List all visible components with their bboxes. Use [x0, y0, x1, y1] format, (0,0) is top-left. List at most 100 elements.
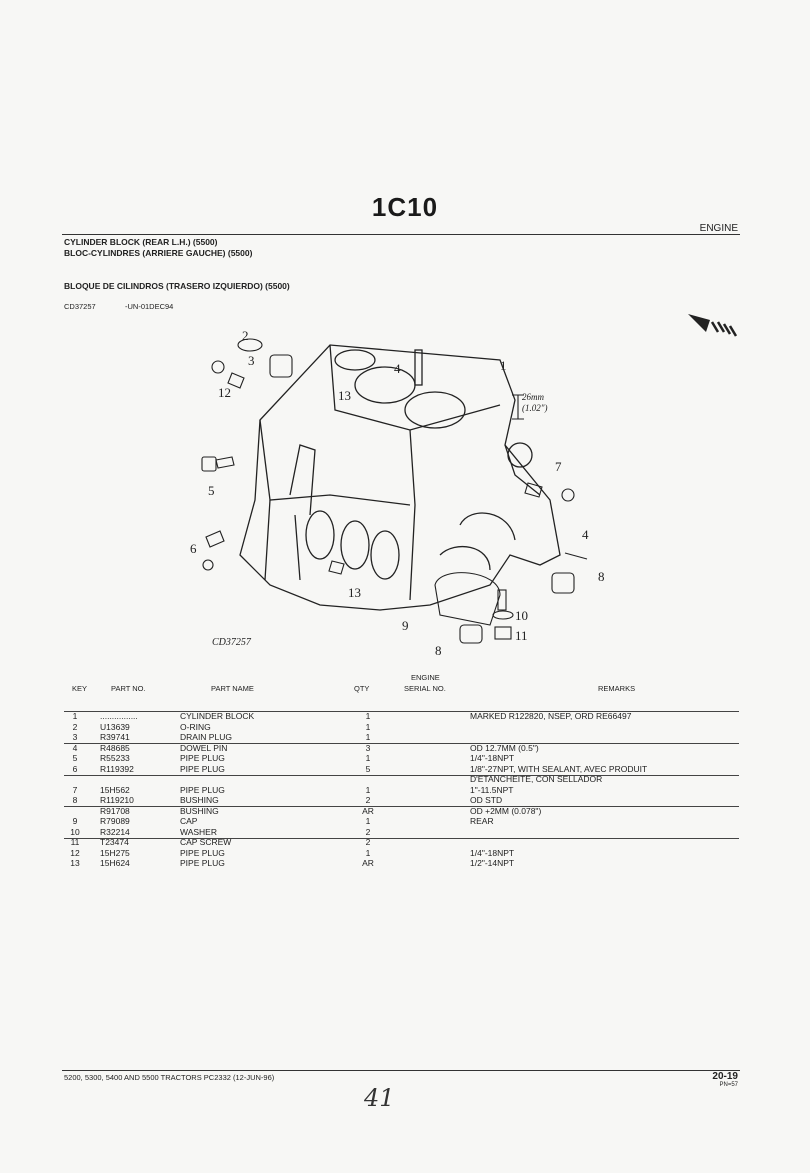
- qty-cell: 1: [365, 784, 371, 795]
- front-arrow-icon: [688, 314, 738, 337]
- part-name-cell: CAP: [180, 816, 198, 826]
- callout-2: 2: [242, 328, 249, 343]
- part-name-cell: PIPE PLUG: [180, 784, 225, 795]
- part-name-cell: PIPE PLUG: [180, 847, 225, 858]
- title-es: BLOQUE DE CILINDROS (TRASERO IZQUIERDO) …: [64, 281, 290, 291]
- section-label: ENGINE: [699, 223, 738, 234]
- qty-cell: 5: [365, 763, 371, 774]
- part-name-cell: BUSHING: [180, 805, 219, 816]
- part-number-cell: R91708: [100, 805, 130, 816]
- callout-4: 4: [394, 361, 401, 376]
- diagram-caption: CD37257: [212, 637, 252, 648]
- block-outline: [239, 344, 561, 611]
- footer-pn: PN=57: [719, 1082, 738, 1088]
- part-name-cell: DOWEL PIN: [180, 742, 228, 753]
- part-name-cell: O-RING: [180, 721, 211, 732]
- part-number-cell: R32214: [100, 826, 130, 837]
- table-header-rule: [64, 711, 739, 712]
- part-name-cell: CYLINDER BLOCK: [180, 711, 255, 721]
- callout-10: 10: [515, 608, 528, 623]
- qty-cell: 2: [365, 837, 371, 847]
- remarks-cell: REAR: [470, 816, 494, 826]
- key-cell: 8: [72, 795, 78, 805]
- col-header-engine: ENGINE: [411, 673, 440, 682]
- qty-cell: 2: [365, 795, 371, 805]
- part-number-cell: R55233: [100, 753, 130, 763]
- col-header-part-name: PART NAME: [211, 684, 254, 693]
- key-cell: 7: [72, 784, 78, 795]
- qty-cell: AR: [362, 858, 374, 868]
- remarks-cell: 1/4"-18NPT: [470, 753, 515, 763]
- col-header-qty: QTY: [354, 684, 370, 693]
- handwritten-page-number: 41: [364, 1084, 395, 1112]
- row-separator: [64, 806, 739, 807]
- callout-7: 7: [555, 459, 562, 474]
- part-number-cell: T23474: [100, 837, 129, 847]
- qty-cell: 1: [365, 847, 371, 858]
- part-number-cell: U13639: [100, 721, 130, 732]
- part-number-cell: 15H624: [100, 858, 130, 868]
- callout-3: 3: [248, 353, 255, 368]
- row-separator: [64, 743, 739, 744]
- callout-4b: 4: [582, 527, 589, 542]
- key-cell: 9: [72, 816, 78, 826]
- callout-8b: 8: [435, 643, 442, 658]
- key-cell: 13: [70, 858, 80, 868]
- parts: [201, 338, 588, 644]
- part-name-cell: BUSHING: [180, 795, 219, 805]
- table-row: D'ETANCHEITE, CON SELLADOR: [0, 774, 810, 785]
- row-separator: [64, 837, 739, 839]
- col-header-serial: SERIAL NO.: [404, 684, 446, 693]
- callout-9: 9: [402, 618, 409, 633]
- callout-13b: 13: [348, 585, 361, 600]
- illustration-code: -UN-01DEC94: [125, 302, 174, 311]
- qty-cell: 1: [365, 721, 371, 732]
- col-header-remarks: REMARKS: [598, 684, 636, 693]
- key-cell: 6: [72, 763, 78, 774]
- page-code: 1C10: [371, 192, 439, 222]
- table-row: 11 T23474 CAP SCREW 2: [0, 837, 810, 848]
- title-en: CYLINDER BLOCK (REAR L.H.) (5500): [64, 237, 218, 247]
- qty-cell: 1: [365, 732, 371, 742]
- illustration-ref: CD37257: [64, 302, 96, 311]
- part-number-cell: 15H275: [100, 847, 130, 858]
- remarks-cell: 1/8"-27NPT, WITH SEALANT, AVEC PRODUIT: [470, 763, 648, 774]
- callout-1: 1: [500, 358, 507, 373]
- callout-5: 5: [208, 483, 215, 498]
- remarks-cell: D'ETANCHEITE, CON SELLADOR: [470, 774, 603, 784]
- part-number-cell: R39741: [100, 732, 130, 742]
- part-name-cell: CAP SCREW: [180, 837, 232, 847]
- key-cell: 12: [70, 847, 80, 858]
- part-number-cell: R48685: [100, 742, 130, 753]
- key-cell: 1: [72, 711, 78, 721]
- dimension-label: 26mm: [522, 392, 544, 402]
- callout-6: 6: [190, 541, 197, 556]
- callout-11: 11: [515, 628, 528, 643]
- key-cell: 4: [72, 742, 78, 753]
- col-header-part-no: PART NO.: [111, 684, 146, 693]
- part-number-cell: R119392: [100, 763, 134, 774]
- qty-cell: 3: [365, 742, 371, 753]
- remarks-cell: 1"-11.5NPT: [470, 784, 514, 795]
- qty-cell: 1: [365, 711, 371, 721]
- part-number-cell: R119210: [100, 795, 134, 805]
- qty-cell: 1: [365, 816, 371, 826]
- part-name-cell: PIPE PLUG: [180, 753, 225, 763]
- key-cell: 11: [70, 837, 80, 847]
- remarks-cell: OD +2MM (0.078"): [470, 805, 542, 816]
- part-name-cell: WASHER: [180, 826, 217, 837]
- callout-8: 8: [598, 569, 605, 584]
- qty-cell: AR: [362, 805, 374, 816]
- part-name-cell: PIPE PLUG: [180, 858, 225, 868]
- row-separator: [64, 774, 739, 776]
- footer-rule: [62, 1070, 740, 1071]
- part-name-cell: DRAIN PLUG: [180, 732, 232, 742]
- part-name-cell: PIPE PLUG: [180, 763, 225, 774]
